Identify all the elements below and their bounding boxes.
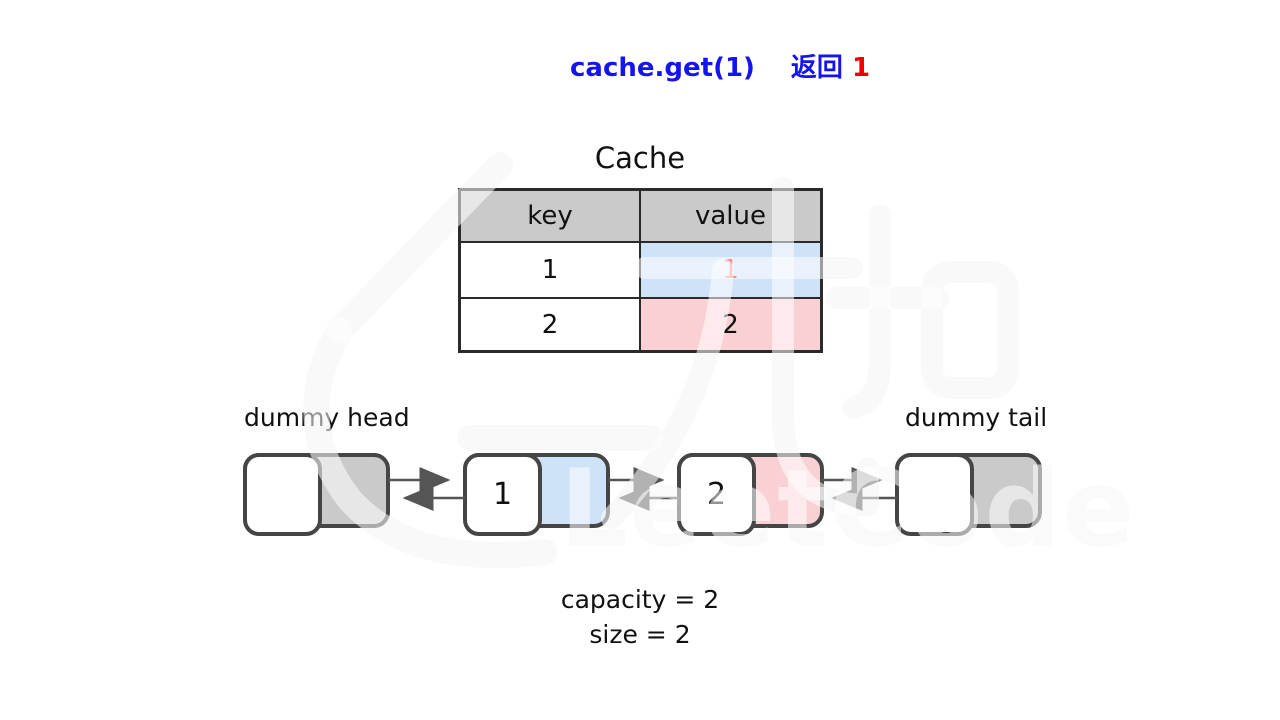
node-key-box <box>895 453 974 536</box>
capacity-text: capacity = 2 <box>560 585 720 614</box>
cache-table-title: Cache <box>594 141 686 175</box>
kou-radical-vertical <box>842 204 891 419</box>
column-header-key: key <box>460 190 640 242</box>
table-row-1-key: 2 <box>460 298 640 351</box>
table-row-0-value: 1 <box>640 242 821 298</box>
table-row-1-value: 2 <box>640 298 821 351</box>
kou-mouth-box <box>921 261 1019 399</box>
table-row-0-key: 1 <box>460 242 640 298</box>
list-node-2: 2 <box>677 453 824 536</box>
node-key-box <box>243 453 322 536</box>
node-key-box: 2 <box>677 453 756 536</box>
cache-table: key value 1 1 2 2 <box>458 188 823 353</box>
dummy-head-label: dummy head <box>244 403 410 432</box>
leetcode-wordmark: LeetCode <box>560 447 1136 570</box>
dummy-tail-label: dummy tail <box>905 403 1048 432</box>
table-row-0-value-text: 1 <box>722 255 739 285</box>
list-node-1: 1 <box>463 453 610 536</box>
return-label: 返回 <box>790 53 843 83</box>
return-value: 1 <box>852 53 871 83</box>
kou-radical-vertical <box>842 204 891 419</box>
leetcode-wordmark: LeetCode <box>560 447 1136 570</box>
operation-title: cache.get(1) 返回 1 <box>570 47 870 84</box>
size-text: size = 2 <box>589 620 691 649</box>
kou-mouth-box <box>921 261 1019 399</box>
list-node-dummy-tail <box>895 453 1042 536</box>
node-key-box: 1 <box>463 453 542 536</box>
column-header-value: value <box>640 190 821 242</box>
list-node-dummy-head <box>243 453 390 536</box>
operation-call: cache.get(1) <box>570 53 755 83</box>
